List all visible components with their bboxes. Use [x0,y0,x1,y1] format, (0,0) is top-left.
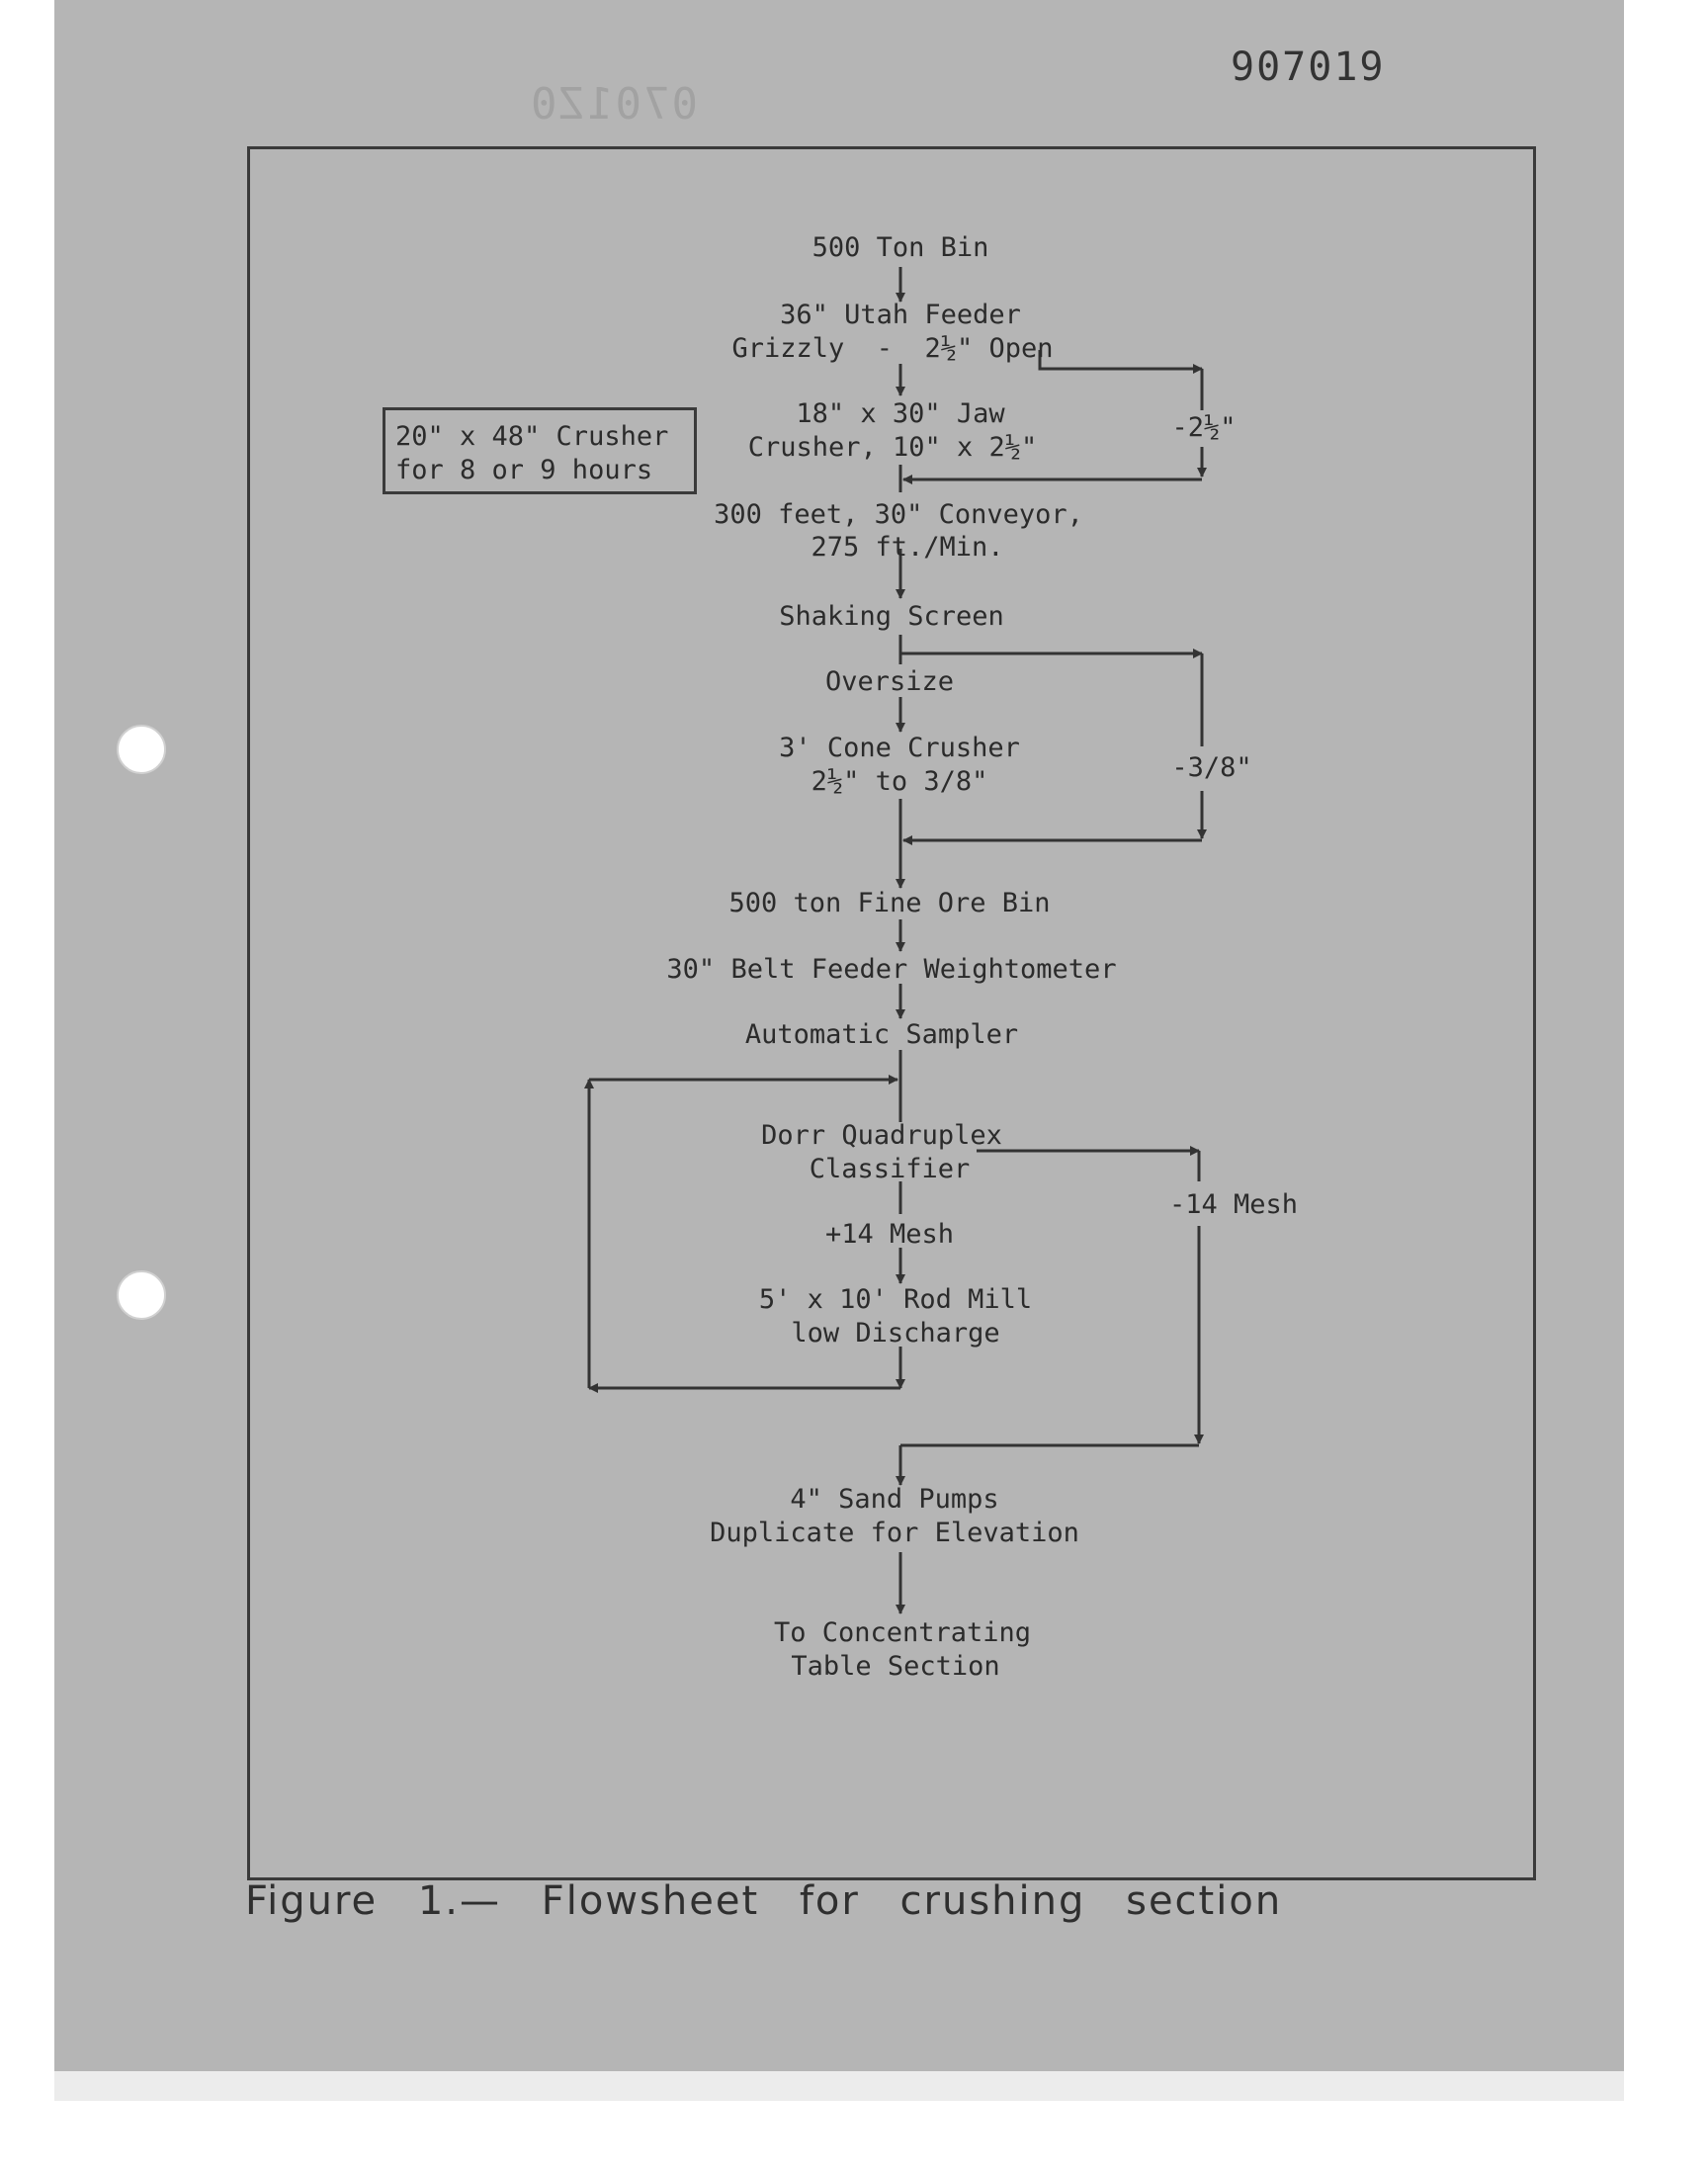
note-line1: 20" x 48" Crusher [395,421,669,452]
node-cone-crusher-line2: 2½" to 3/8" [811,766,988,797]
node-grizzly: Grizzly - 2½" Open [731,333,1054,364]
binder-hole [117,725,166,774]
node-rod-mill-line2: low Discharge [791,1318,1000,1348]
label-minus-3-8-inch: -3/8" [1171,752,1252,783]
node-classifier-line1: Dorr Quadruplex [761,1120,1002,1151]
node-automatic-sampler: Automatic Sampler [744,1019,1019,1050]
node-concentrating-line1: To Concentrating [773,1617,1032,1648]
node-sand-pumps-line2: Duplicate for Elevation [710,1518,1079,1548]
binder-hole [117,1270,166,1320]
scanned-sheet [54,0,1624,2071]
note-line2: for 8 or 9 hours [395,455,653,485]
node-belt-feeder: 30" Belt Feeder Weightometer [666,954,1117,985]
node-utah-feeder: 36" Utah Feeder [780,300,1021,330]
node-cone-crusher-line1: 3' Cone Crusher [779,733,1020,763]
node-classifier-line2: Classifier [809,1154,971,1184]
bypass-grizzly [1038,350,1203,374]
node-shaking-screen: Shaking Screen [779,601,1004,632]
note-box [383,407,697,494]
node-plus-14-mesh: +14 Mesh [824,1219,955,1250]
node-oversize: Oversize [824,666,955,697]
figure-caption: Figure 1.— Flowsheet for crushing sectio… [245,1878,1283,1924]
node-sand-pumps-line1: 4" Sand Pumps [790,1484,999,1515]
node-500-ton-bin: 500 Ton Bin [811,232,989,263]
page-number: 907019 [1231,44,1386,90]
node-conveyor-line1: 300 feet, 30" Conveyor, [714,499,1083,530]
node-concentrating-line2: Table Section [791,1651,1000,1682]
label-minus-2-5-inch: -2½" [1171,412,1237,443]
diagram-frame [247,146,1536,1880]
label-minus-14-mesh: -14 Mesh [1168,1189,1299,1220]
node-conveyor-line2: 275 ft./Min. [811,532,1004,563]
node-jaw-crusher-line1: 18" x 30" Jaw [796,398,1005,429]
node-jaw-crusher-line2: Crusher, 10" x 2½" [747,432,1038,463]
sheet-bottom-strip [54,2071,1624,2101]
node-rod-mill-line1: 5' x 10' Rod Mill [758,1284,1033,1315]
node-fine-ore-bin: 500 ton Fine Ore Bin [728,888,1051,918]
note-text: 20" x 48" Crusher for 8 or 9 hours [395,420,668,487]
